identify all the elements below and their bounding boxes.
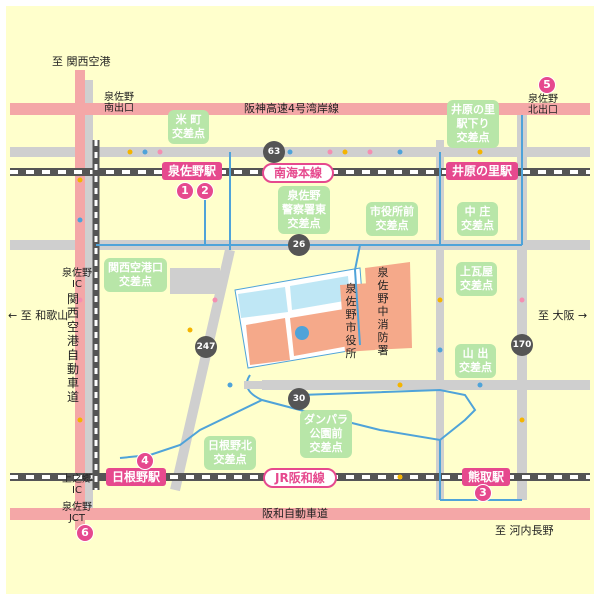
- station-inoharanosato[interactable]: 井原の里駅: [446, 162, 519, 180]
- kaminogo-ic: 上之郷 IC: [62, 474, 92, 496]
- route-170-shield: 170: [511, 334, 533, 356]
- marker-2[interactable]: 2: [196, 182, 214, 200]
- wakayama-direction: ← 至 和歌山: [8, 309, 69, 322]
- intersection-police: 泉佐野 警察署東 交差点: [278, 186, 330, 234]
- route-26-shield: 26: [288, 234, 310, 256]
- marker-4[interactable]: 4: [136, 452, 154, 470]
- signal-dots: [77, 149, 525, 480]
- intersection-kamigawara: 上瓦屋 交差点: [456, 262, 497, 296]
- marker-6[interactable]: 6: [76, 524, 94, 542]
- city-hall-label: 泉 佐 野 市 役 所: [345, 282, 357, 360]
- intersection-shiyakusho: 市役所前 交差点: [366, 202, 418, 236]
- city-emblem-icon: [295, 326, 309, 340]
- intersection-komemachi: 米 町 交差点: [168, 110, 209, 144]
- building-blue-1: [238, 287, 288, 318]
- intersection-hinenokita: 日根野北 交差点: [204, 436, 256, 470]
- building-salmon-2: [290, 308, 354, 356]
- hanshin-expressway-label: 阪神高速4号湾岸線: [240, 103, 343, 115]
- airport-expressway-label: 関 西 空 港 自 動 車 道: [66, 292, 79, 404]
- izumisano-jct: 泉佐野 JCT: [62, 502, 92, 524]
- kansai-airport-direction: 至 関西空港: [52, 55, 111, 68]
- station-izumisano[interactable]: 泉佐野駅: [162, 162, 223, 180]
- route-cityhall-blue: [353, 244, 361, 346]
- road-block: [170, 268, 220, 294]
- route-63-shield: 63: [263, 141, 285, 163]
- station-hinenono[interactable]: 日根野駅: [106, 468, 167, 486]
- intersection-chusho: 中 庄 交差点: [457, 202, 498, 236]
- intersection-yamade: 山 出 交差点: [455, 344, 496, 378]
- intersection-inohara-eki: 井原の里 駅下り 交差点: [447, 100, 499, 148]
- marker-1[interactable]: 1: [176, 182, 194, 200]
- intersection-airport-guchi: 関西空港口 交差点: [104, 258, 167, 292]
- marker-5[interactable]: 5: [538, 76, 556, 94]
- kawachinagano-direction: 至 河内長野: [495, 524, 554, 537]
- jr-line-label: JR阪和線: [263, 468, 337, 488]
- izumisano-ic: 泉佐野 IC: [62, 268, 92, 290]
- fire-dept-label: 泉 佐 野 中 消 防 署: [377, 266, 389, 357]
- fire-dept-building: [365, 262, 412, 350]
- osaka-direction: 至 大阪 →: [538, 309, 588, 322]
- station-kumatori[interactable]: 熊取駅: [462, 468, 511, 486]
- city-hall-complex: [234, 262, 412, 369]
- nankai-line-label: 南海本線: [262, 163, 335, 183]
- izumisano-south-exit: 泉佐野 南出口: [104, 92, 134, 114]
- road-247: [170, 248, 235, 492]
- route-30-shield: 30: [288, 388, 310, 410]
- route-247-shield: 247: [195, 336, 217, 358]
- marker-3[interactable]: 3: [474, 484, 492, 502]
- building-salmon-1: [246, 318, 290, 365]
- hanwa-expressway-label: 阪和自動車道: [258, 508, 332, 520]
- intersection-danpara: ダンパラ 公園前 交差点: [300, 410, 352, 458]
- izumisano-north-exit: 泉佐野 北出口: [528, 94, 558, 116]
- building-blue-2: [290, 276, 350, 310]
